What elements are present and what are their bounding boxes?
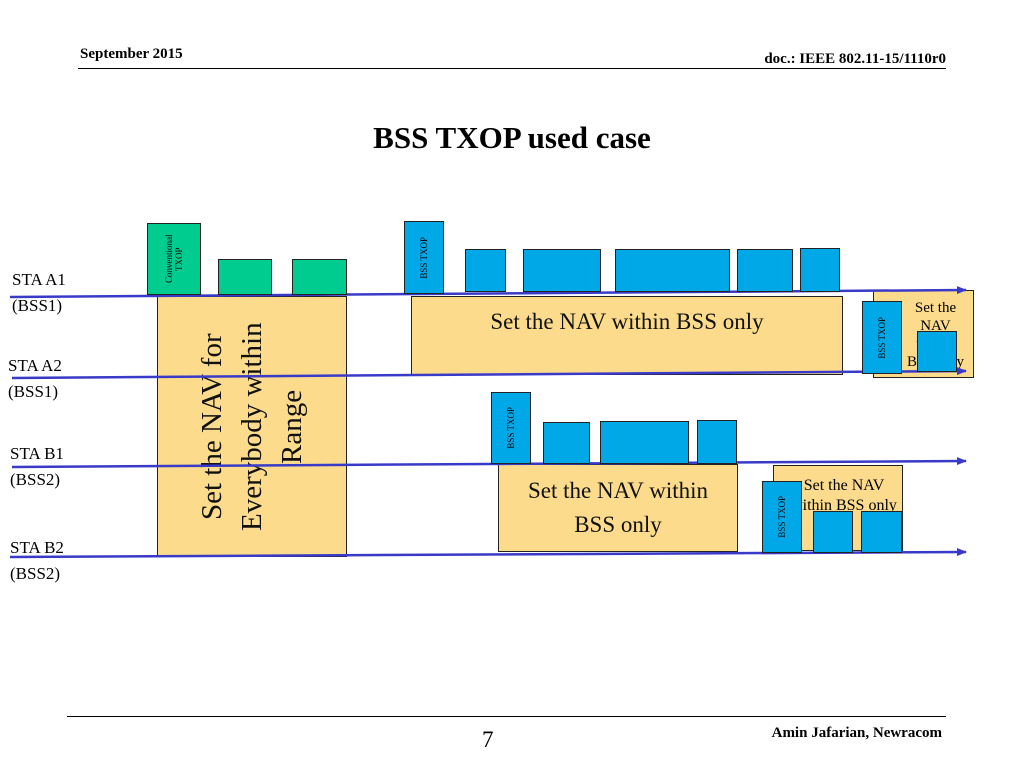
nav-bss-a-label: Set the NAV within BSS only bbox=[490, 309, 764, 334]
header-date: September 2015 bbox=[80, 46, 183, 62]
header-doc-id: doc.: IEEE 802.11-15/1110r0 bbox=[764, 51, 946, 67]
header-rule bbox=[78, 68, 946, 69]
bss-txop-frame-a1: BSS TXOP bbox=[404, 221, 444, 294]
data-frame-blue bbox=[697, 420, 737, 464]
data-frame-blue bbox=[465, 249, 506, 292]
station-name: STA A2 bbox=[8, 356, 62, 375]
bss-txop-frame-b1: BSS TXOP bbox=[491, 392, 531, 464]
nav-bss-b-label: Set the NAV within BSS only bbox=[528, 478, 708, 537]
conventional-txop-label: Conventional TXOP bbox=[164, 234, 184, 284]
station-name: STA B1 bbox=[10, 444, 64, 463]
bss-txop-label: BSS TXOP bbox=[877, 316, 887, 359]
station-name: STA B2 bbox=[10, 538, 64, 557]
station-name: STA A1 bbox=[12, 270, 66, 289]
data-frame-blue bbox=[543, 422, 590, 464]
bss-txop-frame-a2: BSS TXOP bbox=[862, 301, 902, 374]
data-frame-blue bbox=[523, 249, 601, 292]
timeline-a2 bbox=[11, 367, 967, 380]
bss-txop-label: BSS TXOP bbox=[419, 236, 429, 279]
bss-txop-label: BSS TXOP bbox=[506, 407, 516, 449]
nav-small-b-label: Set the NAV within BSS only bbox=[791, 477, 897, 514]
station-label-b1: STA B1 (BSS2) bbox=[10, 441, 64, 493]
bss-txop-label: BSS TXOP bbox=[777, 496, 787, 538]
slide-title: BSS TXOP used case bbox=[373, 120, 651, 155]
data-frame-blue bbox=[615, 249, 730, 292]
page-number: 7 bbox=[482, 727, 494, 752]
nav-box-everybody: Set the NAV for Everybody within Range bbox=[157, 296, 347, 557]
data-frame-blue bbox=[737, 249, 793, 292]
nav-box-bss-a: Set the NAV within BSS only bbox=[411, 296, 843, 375]
data-frame-blue bbox=[917, 331, 957, 372]
nav-box-bss-b: Set the NAV within BSS only bbox=[498, 464, 738, 552]
data-frame-green bbox=[218, 259, 272, 295]
footer-author: Amin Jafarian, Newracom bbox=[771, 725, 942, 741]
data-frame-blue bbox=[600, 421, 689, 464]
station-bss: (BSS1) bbox=[8, 382, 59, 401]
conventional-txop-frame: Conventional TXOP bbox=[147, 223, 201, 295]
timeline-b2 bbox=[9, 548, 967, 559]
station-bss: (BSS2) bbox=[10, 470, 61, 489]
data-frame-blue bbox=[861, 511, 902, 553]
data-frame-green bbox=[292, 259, 347, 295]
timeline-b1 bbox=[11, 457, 967, 469]
station-bss: (BSS1) bbox=[12, 296, 63, 315]
data-frame-blue bbox=[800, 248, 840, 292]
station-bss: (BSS2) bbox=[10, 564, 61, 583]
footer-rule bbox=[67, 716, 946, 717]
data-frame-blue bbox=[813, 511, 853, 553]
station-label-a1: STA A1 (BSS1) bbox=[12, 267, 66, 319]
station-label-b2: STA B2 (BSS2) bbox=[10, 535, 64, 587]
station-label-a2: STA A2 (BSS1) bbox=[8, 353, 62, 405]
bss-txop-frame-b2: BSS TXOP bbox=[762, 481, 802, 553]
